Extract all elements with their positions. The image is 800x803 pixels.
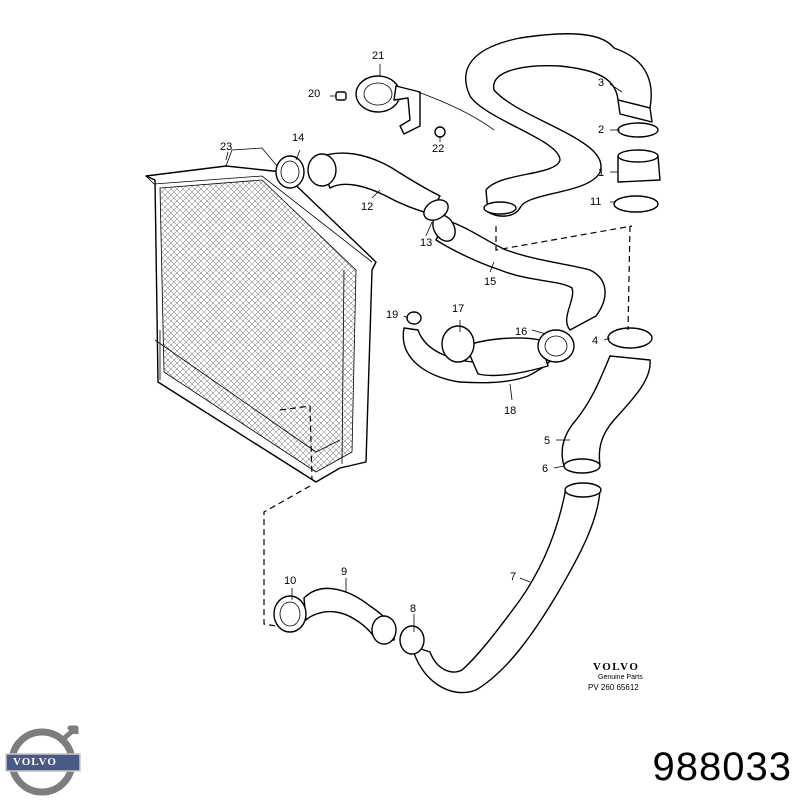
- callout-6: 6: [542, 463, 548, 475]
- callout-23: 23: [220, 141, 232, 153]
- callout-9: 9: [341, 566, 347, 578]
- callout-4: 4: [592, 335, 598, 347]
- callout-15: 15: [484, 276, 496, 288]
- stamp-genuine-parts: Genuine Parts: [598, 674, 643, 681]
- volvo-logo-icon: [5, 725, 81, 796]
- callout-20: 20: [308, 88, 320, 100]
- callout-13: 13: [420, 237, 432, 249]
- hose-12: [275, 152, 449, 221]
- callout-5: 5: [544, 435, 550, 447]
- stamp-brand: VOLVO: [593, 661, 640, 673]
- hose-9: [263, 485, 425, 655]
- callout-21: 21: [372, 50, 384, 62]
- callout-17: 17: [452, 303, 464, 315]
- callout-18: 18: [504, 405, 516, 417]
- callout-14: 14: [292, 132, 304, 144]
- callout-10: 10: [284, 575, 296, 587]
- callout-2: 2: [598, 124, 604, 136]
- intercooler: [145, 147, 377, 483]
- callout-11: 11: [590, 196, 601, 208]
- callout-3: 3: [598, 77, 604, 89]
- part-number: 988033: [652, 745, 792, 789]
- hose-15: [432, 214, 606, 331]
- hose-18: [402, 311, 575, 384]
- volvo-logo-text: VOLVO: [13, 756, 57, 768]
- hose-upper-3: [465, 33, 653, 217]
- volvo-logo: VOLVO: [4, 724, 84, 798]
- clamps-right: [495, 122, 661, 349]
- callout-1: 1: [598, 167, 604, 179]
- callout-8: 8: [410, 603, 416, 615]
- callout-16: 16: [515, 326, 527, 338]
- callout-7: 7: [510, 571, 516, 583]
- leader-lines: [225, 64, 623, 632]
- hose-5: [561, 355, 651, 474]
- callout-22: 22: [432, 143, 444, 155]
- bracket: [335, 75, 495, 138]
- callout-labels: 1 2 3 4 5 6 7 8 9 10 11 12 13 14 15 16 1…: [220, 50, 604, 615]
- callout-19: 19: [386, 309, 398, 321]
- hose-7: [411, 482, 602, 694]
- callout-12: 12: [361, 201, 373, 213]
- stamp-pv-number: PV 260 65612: [588, 683, 639, 692]
